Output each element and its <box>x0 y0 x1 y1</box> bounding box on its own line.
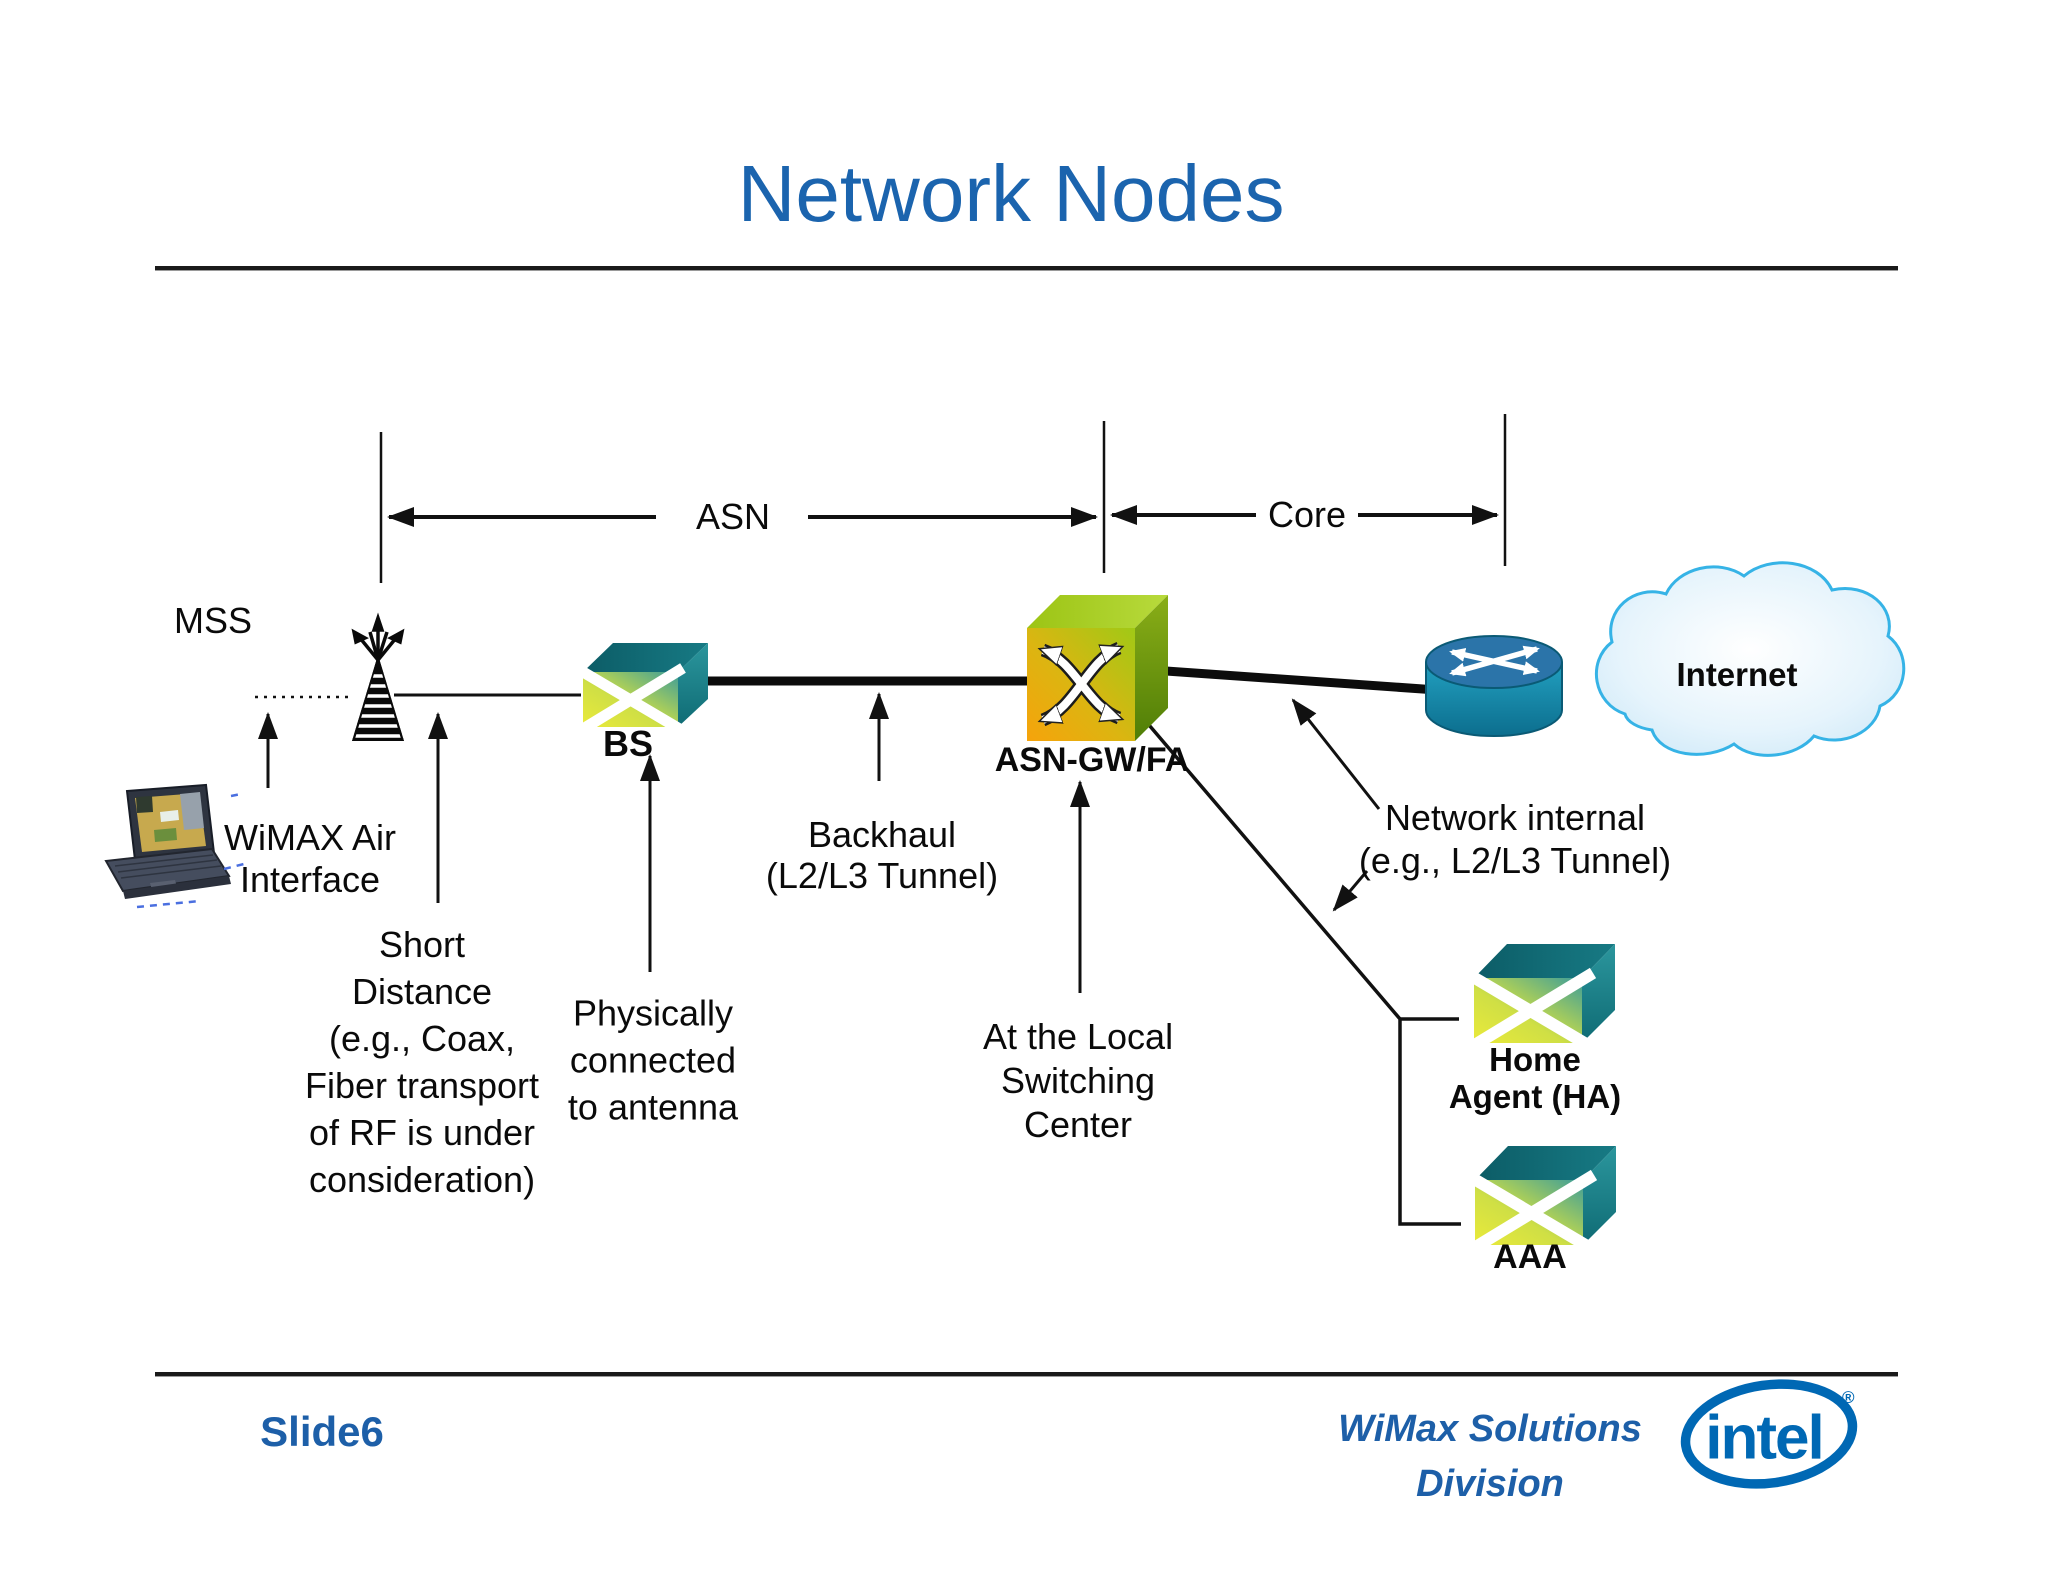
bs-label: BS <box>602 723 654 764</box>
network-internal-arrow-down <box>1332 870 1369 912</box>
physically-connected-label: Physically connected to antenna <box>567 992 739 1128</box>
core-span-label: Core <box>1267 494 1347 535</box>
home-agent-label: Home Agent (HA) <box>1448 1041 1622 1115</box>
asn-gw-node-icon <box>1027 595 1168 741</box>
antenna-tower-icon <box>351 612 405 741</box>
slide-number: Slide6 <box>260 1408 384 1455</box>
asn-gw-label: ASN-GW/FA <box>994 741 1190 779</box>
asngw-ha-aaa-link <box>1147 723 1461 1226</box>
aaa-node-icon <box>1465 1146 1616 1257</box>
intel-logo-registered-mark: ® <box>1842 1388 1855 1407</box>
annotation-arrows <box>258 692 1381 993</box>
laptop-icon <box>104 783 245 909</box>
at-local-switching-label: At the Local Switching Center <box>982 1016 1174 1145</box>
footer-rule <box>155 1372 1898 1377</box>
asngw-router-core-link <box>1165 666 1438 695</box>
network-links <box>255 666 1461 1226</box>
internet-cloud-icon <box>1595 561 1906 757</box>
router-icon <box>1425 635 1563 737</box>
wimax-air-interface-label: WiMAX Air Interface <box>223 817 397 900</box>
home-agent-node-icon <box>1464 944 1615 1055</box>
header-rule <box>155 266 1898 271</box>
asn-span-label: ASN <box>695 496 771 537</box>
span-arrows <box>387 505 1499 527</box>
intel-logo-text: intel <box>1705 1403 1824 1473</box>
internet-label: Internet <box>1676 656 1798 693</box>
aaa-label: AAA <box>1493 1238 1567 1276</box>
network-internal-label: Network internal (e.g., L2/L3 Tunnel) <box>1358 797 1672 881</box>
slide-title: Network Nodes <box>737 149 1285 238</box>
short-distance-label: Short Distance (e.g., Coax, Fiber transp… <box>304 924 540 1200</box>
span-measure-lines <box>379 414 1507 583</box>
footer-division: WiMax Solutions Division <box>1338 1408 1642 1505</box>
backhaul-label: Backhaul (L2/L3 Tunnel) <box>765 814 999 896</box>
mss-label: MSS <box>173 600 253 641</box>
intel-logo-swoosh-icon <box>1680 1379 1858 1489</box>
network-internal-arrow-up <box>1291 698 1381 810</box>
bs-node-icon <box>575 643 708 737</box>
